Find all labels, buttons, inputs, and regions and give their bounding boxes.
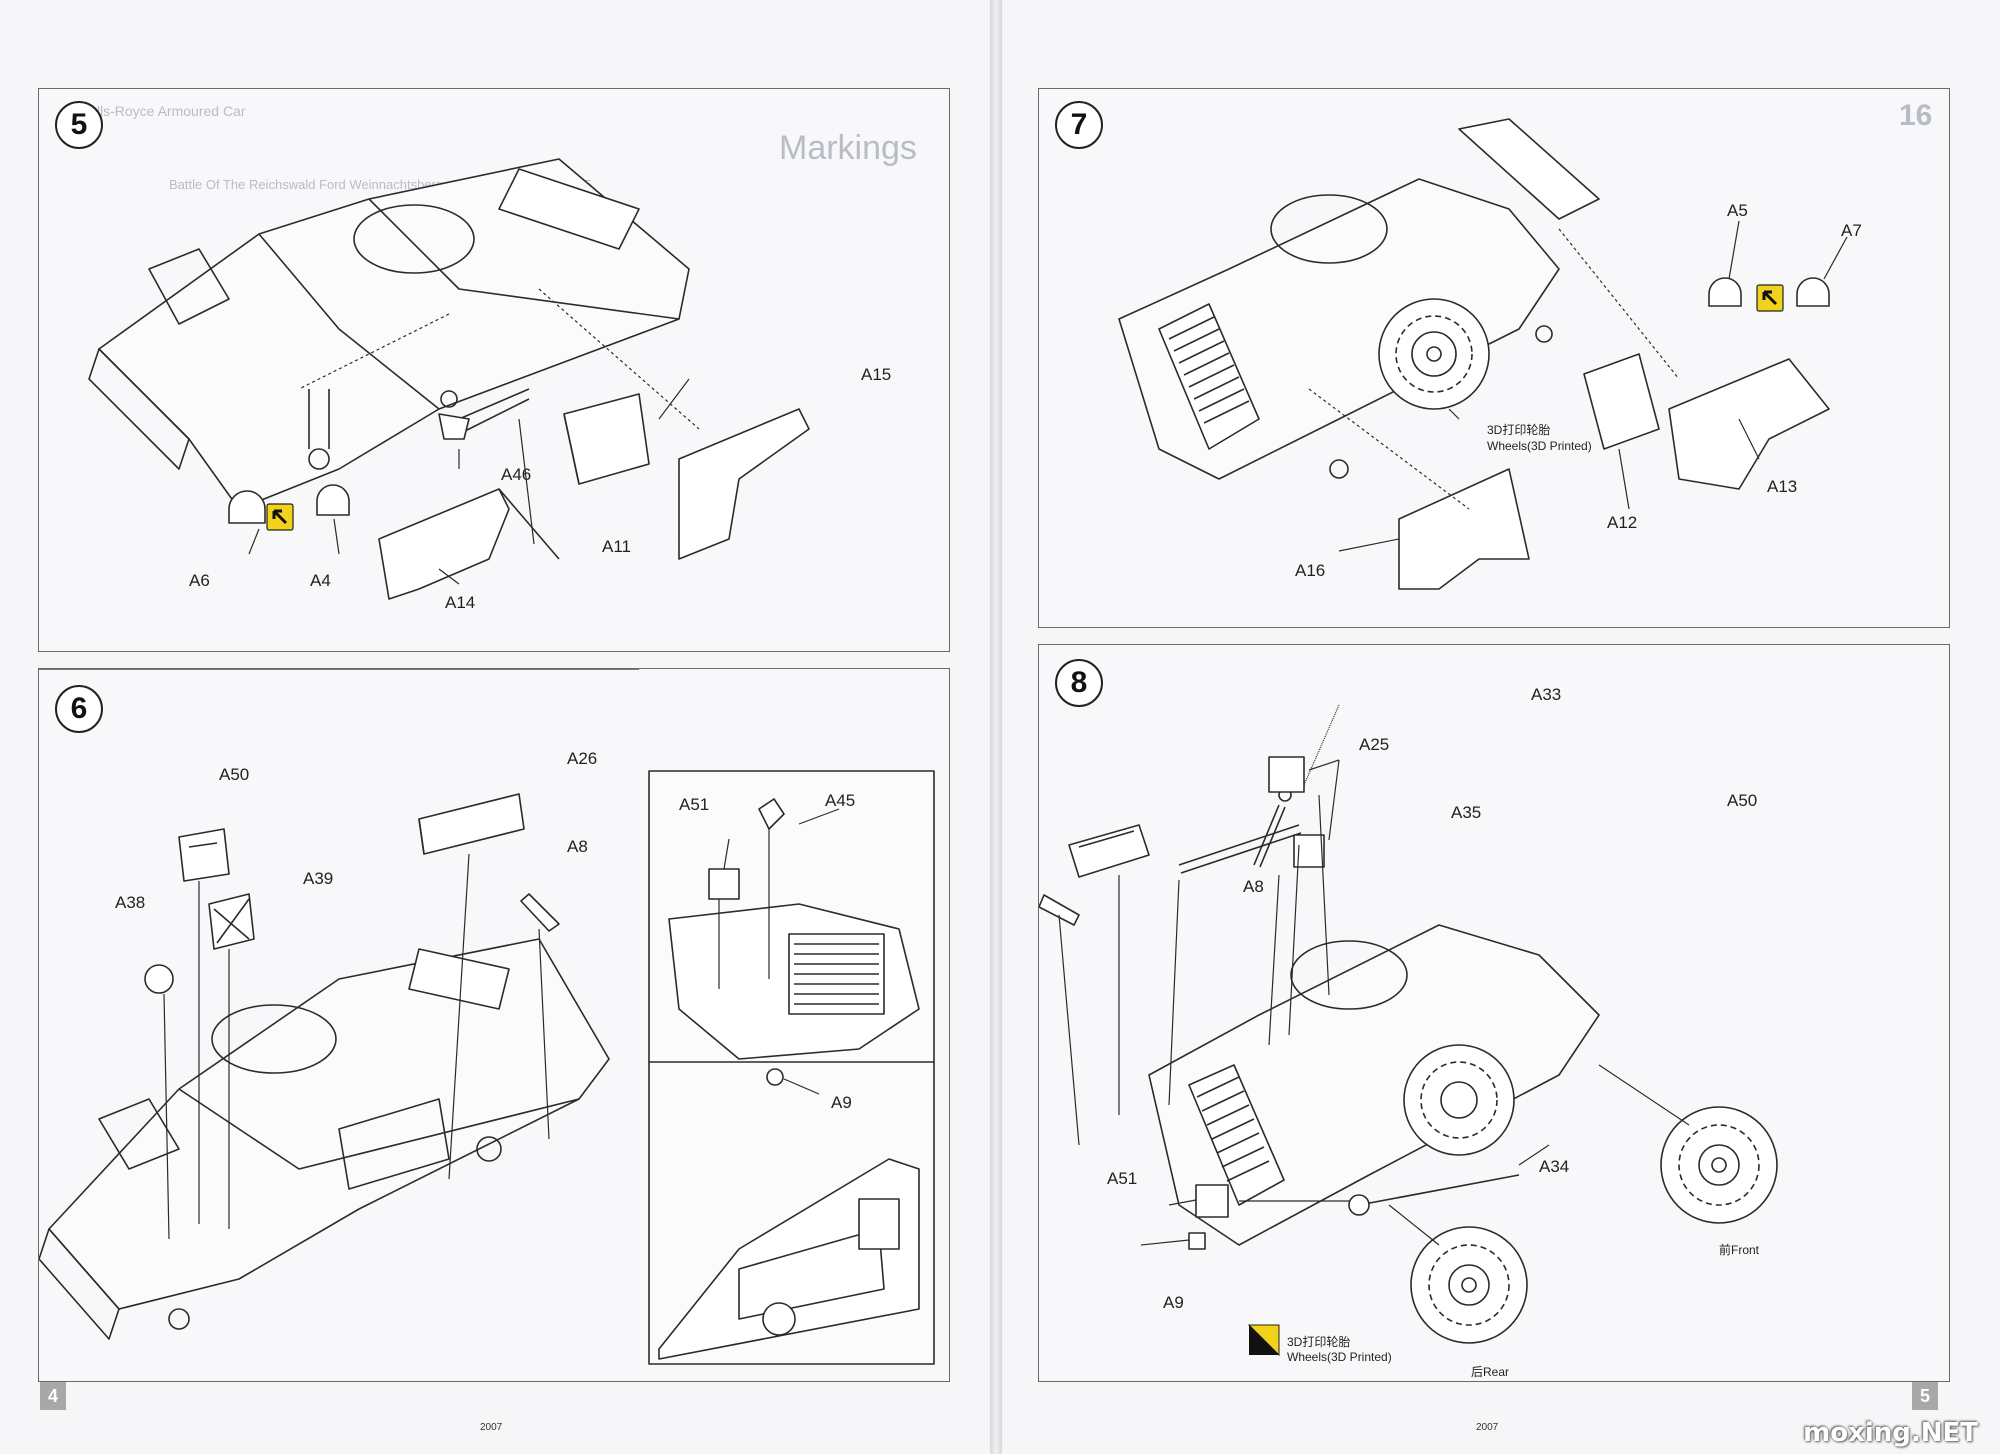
label-a50: A50 <box>219 765 250 784</box>
label-a25: A25 <box>1359 735 1390 754</box>
wheel-label-cn: 3D打印轮胎 <box>1287 1335 1351 1349</box>
page-gutter <box>990 0 1002 1454</box>
label-a6: A6 <box>189 571 210 590</box>
label-a51: A51 <box>679 795 710 814</box>
label-a14: A14 <box>445 593 476 612</box>
label-a33: A33 <box>1531 685 1562 704</box>
label-a8: A8 <box>1243 877 1264 896</box>
page-number-right: 5 <box>1912 1382 1938 1410</box>
label-a45: A45 <box>825 791 856 810</box>
wheel-label-cn: 3D打印轮胎 <box>1487 423 1551 437</box>
label-a7: A7 <box>1841 221 1862 240</box>
step-8-assembly-drawing <box>1039 704 1778 1357</box>
step-number-badge: 8 <box>1055 659 1103 707</box>
label-a15: A15 <box>861 365 892 384</box>
print-code-left: 2007 <box>480 1422 503 1433</box>
step-number-badge: 7 <box>1055 101 1103 149</box>
label-a26: A26 <box>567 749 598 768</box>
rear-label: 后Rear <box>1471 1365 1510 1379</box>
label-a5: A5 <box>1727 201 1748 220</box>
watermark-logo: moxing.NET <box>1803 1418 1978 1448</box>
label-a13: A13 <box>1767 477 1798 496</box>
step-7-assembly-drawing <box>1118 118 1848 590</box>
label-a9: A9 <box>1163 1293 1184 1312</box>
wheel-label-en: Wheels(3D Printed) <box>1287 1350 1392 1364</box>
page-number-left: 4 <box>40 1382 66 1410</box>
label-a8: A8 <box>567 837 588 856</box>
front-label: 前Front <box>1719 1243 1760 1257</box>
label-a39: A39 <box>303 869 334 888</box>
label-a34: A34 <box>1539 1157 1570 1176</box>
step-6-assembly-drawing <box>39 669 935 1365</box>
step-8-panel: 8 <box>1038 644 1950 1382</box>
label-a46: A46 <box>501 465 532 484</box>
label-a38: A38 <box>115 893 146 912</box>
label-a4: A4 <box>310 571 331 590</box>
label-a35: A35 <box>1451 803 1482 822</box>
ghost-number-16: 16 <box>1899 99 1933 132</box>
label-a12: A12 <box>1607 513 1638 532</box>
label-a11: A11 <box>602 537 631 556</box>
step-number-badge: 6 <box>55 685 103 733</box>
step-number-badge: 5 <box>55 101 103 149</box>
step-6-panel: 6 <box>38 668 950 1382</box>
step-7-panel: 16 7 <box>1038 88 1950 628</box>
print-code-right: 2007 <box>1476 1422 1499 1433</box>
ghost-rolls-text: Rolls-Royce Armoured Car <box>79 103 246 119</box>
wheel-label-en: Wheels(3D Printed) <box>1487 439 1592 453</box>
label-a50: A50 <box>1727 791 1758 810</box>
label-a16: A16 <box>1295 561 1326 580</box>
label-a51: A51 <box>1107 1169 1138 1188</box>
ghost-markings-heading: Markings <box>779 129 917 167</box>
label-a9: A9 <box>831 1093 852 1112</box>
step-5-panel: Markings Battle Of The Reichswald Ford W… <box>38 88 950 652</box>
step-5-assembly-drawing <box>88 158 810 600</box>
